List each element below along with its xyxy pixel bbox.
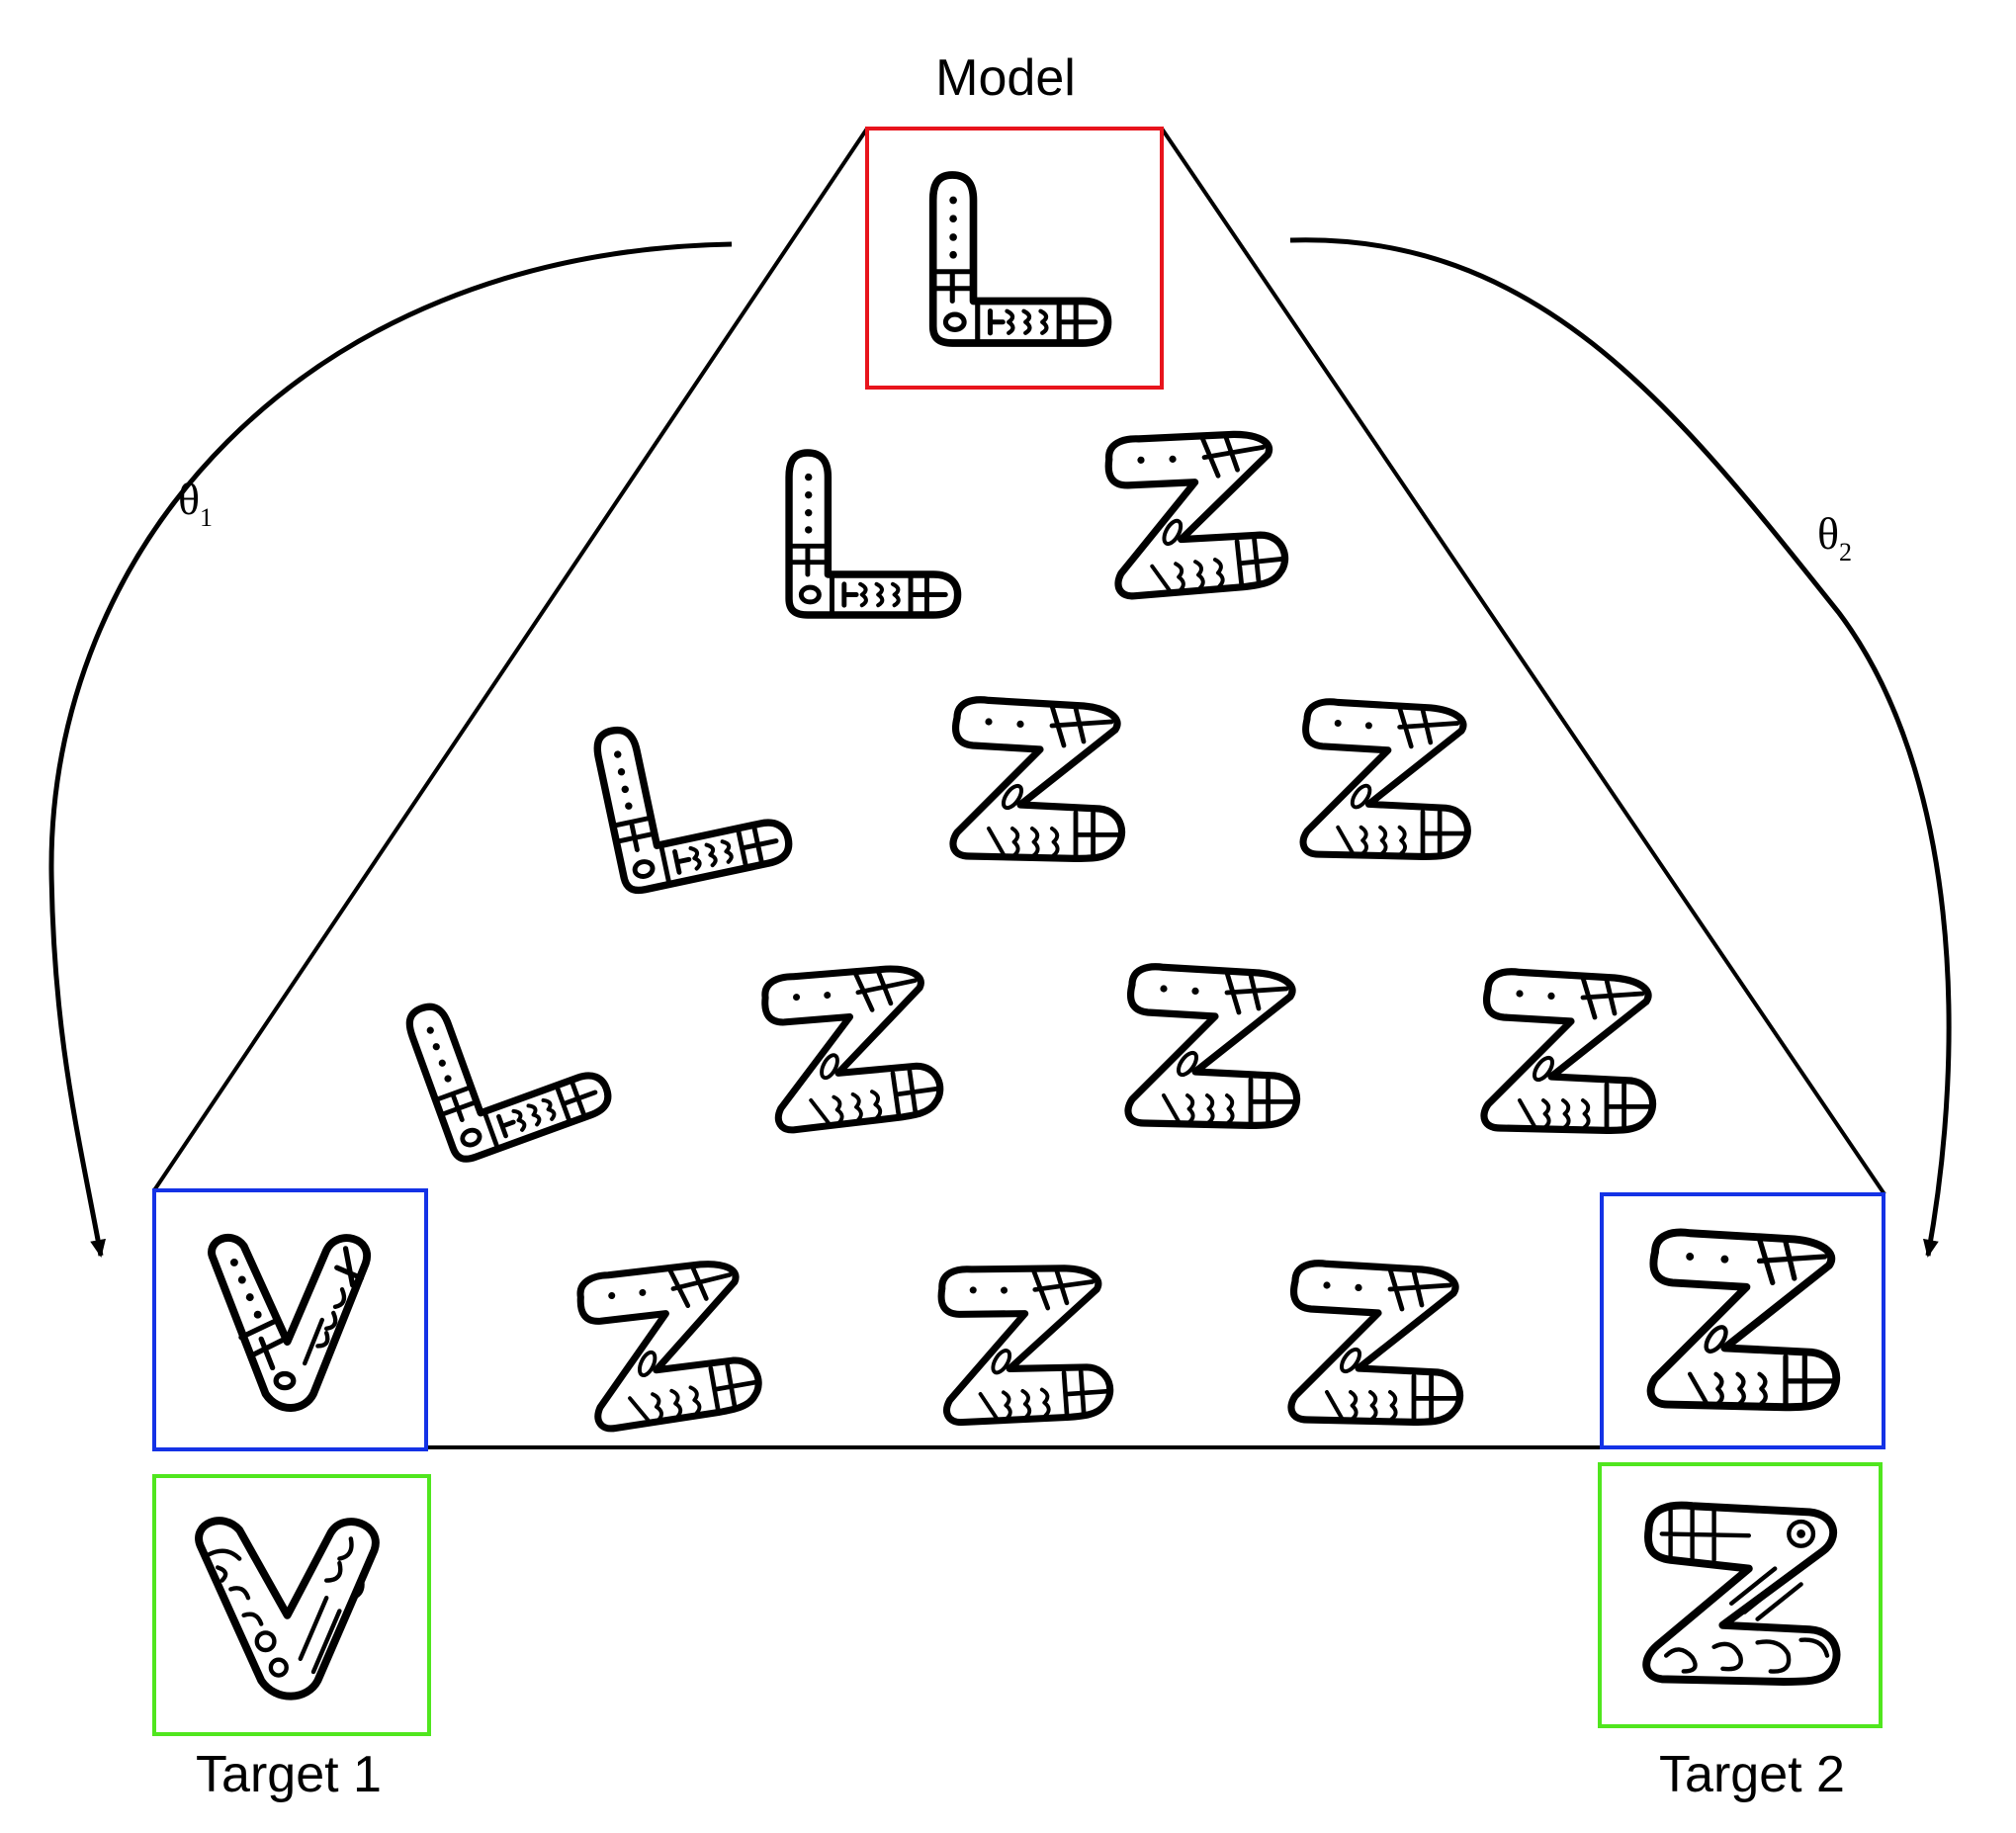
morph-glyph-r3c2 [953, 700, 1122, 859]
theta-1-subscript: 1 [200, 503, 213, 532]
theta-1-arrow [48, 241, 733, 1258]
theta-1-symbol: θ [178, 474, 200, 524]
morph-glyph-r4c1 [404, 958, 613, 1163]
result-box-1 [152, 1188, 428, 1451]
morph-glyph-r5c3 [937, 1260, 1112, 1426]
model-glyph-L [933, 175, 1108, 343]
target-glyph-Z [1646, 1506, 1836, 1682]
target-glyph-V [199, 1521, 376, 1696]
morph-glyph-r3c1 [593, 700, 792, 894]
target-2-label: Target 2 [1659, 1746, 1845, 1803]
target-box-1 [152, 1474, 431, 1736]
model-box [865, 127, 1164, 390]
theta-1-label: θ1 [178, 474, 213, 532]
morph-glyph-r5c4 [1291, 1264, 1460, 1423]
result-box-2 [1600, 1192, 1885, 1449]
target-1-label: Target 1 [196, 1746, 382, 1803]
theta-2-arrow [1289, 237, 1952, 1258]
theta-2-label: θ2 [1817, 508, 1852, 567]
model-label: Model [935, 49, 1076, 107]
morph-glyph-r5c2 [573, 1252, 762, 1433]
morph-glyph-r2c2 [1103, 424, 1287, 600]
pyramid-edge-left [152, 127, 869, 1192]
result-glyph-Z [1651, 1233, 1837, 1408]
morph-glyph-r2c1 [789, 453, 958, 615]
morph-glyph-r4c3 [1128, 967, 1297, 1126]
morph-glyph-r3c3 [1303, 702, 1467, 857]
theta-2-subscript: 2 [1839, 538, 1852, 567]
morph-glyph-r4c4 [1484, 972, 1653, 1131]
result-glyph-V [212, 1238, 367, 1408]
target-box-2 [1598, 1462, 1883, 1728]
theta-2-symbol: θ [1817, 508, 1839, 559]
pyramid-edge-right [1160, 127, 1886, 1196]
morph-glyph-r4c2 [759, 958, 943, 1134]
